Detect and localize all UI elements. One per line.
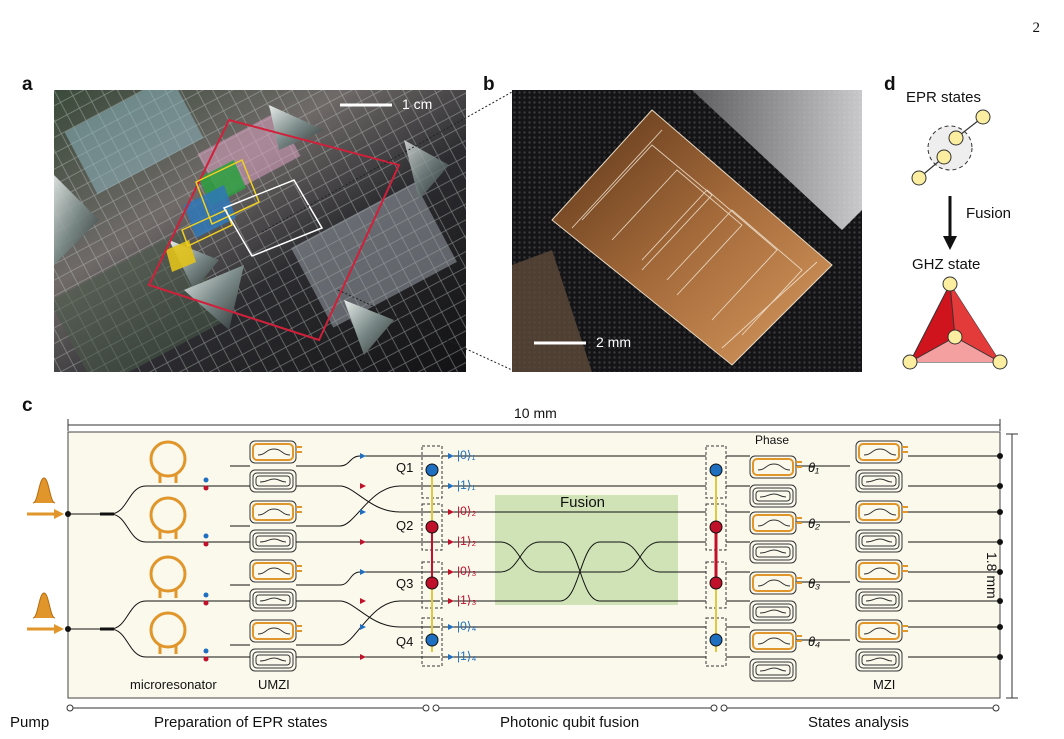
qubit-dot [425,576,439,590]
ket-label: |1⟩₄ [457,649,477,663]
pump-arrow-icon [54,509,64,519]
panel-a-letter: a [22,74,33,95]
theta-label: θ₂ [808,516,821,531]
panel-b-letter: b [483,74,495,95]
epr-to-ghz-diagram [902,109,1008,370]
mzi-label: MZI [873,677,896,692]
ket-label: |1⟩₃ [457,593,477,607]
stage-label-pump: Pump [10,714,50,731]
panel-d-letter: d [884,74,896,95]
circuit-diagram [27,419,1018,712]
scale-2mm-label: 2 mm [596,334,631,350]
width-dimension-label: 10 mm [514,405,557,421]
qubit-dot [709,520,723,534]
theta-label: θ₃ [808,576,821,591]
phase-label: Phase [755,433,790,447]
stage-label-fusion: Photonic qubit fusion [500,714,640,731]
ghz-node [992,354,1008,370]
ket-label: |1⟩₂ [457,534,477,548]
ghz-node [902,354,918,370]
theta-label: θ₁ [808,460,820,475]
stage-label-preparation: Preparation of EPR states [154,714,328,731]
wafer-photo-graphic [54,90,466,372]
qubit-dot [425,520,439,534]
theta-label: θ₄ [808,634,821,649]
panel-c-letter: c [22,395,33,416]
ket-label: |1⟩₁ [457,478,476,492]
fusion-label: Fusion [560,494,606,511]
qubit-label-q4: Q4 [396,634,414,649]
pump-arrow-icon [54,624,64,634]
ket-label: |0⟩₁ [457,448,476,462]
epr-states-label: EPR states [906,89,982,106]
page-number: 2 [1032,20,1041,36]
ket-label: |0⟩₃ [457,564,477,578]
epr-node [911,170,927,186]
ghz-node [947,329,963,345]
fusion-arrow-label: Fusion [966,205,1012,222]
ghz-state-label: GHZ state [912,256,981,273]
qubit-dot [425,633,439,647]
fusion-arrow-icon [943,236,957,250]
epr-node [936,149,952,165]
qubit-dot [709,576,723,590]
qubit-dot [425,463,439,477]
chip-photo: 2 mm [512,90,862,372]
ket-label: |0⟩₂ [457,504,477,518]
fusion-circle [927,125,973,171]
qubit-dot [709,633,723,647]
qubit-label-q3: Q3 [396,576,414,591]
qubit-label-q1: Q1 [396,460,414,475]
height-dimension-label: 1.8 mm [984,552,1000,599]
chip-photo-graphic [512,90,862,372]
epr-node [948,130,964,146]
ghz-node [942,276,958,292]
wafer-photo: 1 cm [54,90,466,372]
stage-label-analysis: States analysis [808,714,909,731]
qubit-dot [709,463,723,477]
epr-node [975,109,991,125]
microresonator-label: microresonator [130,677,217,692]
qubit-label-q2: Q2 [396,518,414,533]
umzi-label: UMZI [258,677,290,692]
ket-label: |0⟩₄ [457,619,477,633]
scale-1cm-label: 1 cm [402,96,433,112]
